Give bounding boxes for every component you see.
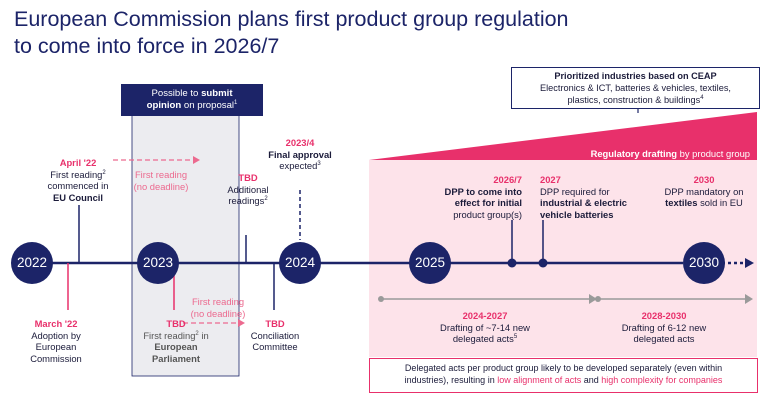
ceap-box: Prioritized industries based on CEAP Ele… (511, 67, 760, 109)
event-2030: 2030 DPP mandatory on textiles sold in E… (664, 174, 744, 208)
node-2025 (409, 242, 451, 284)
range-label-2028-2030: 2028-2030 Drafting of 6-12 new delegated… (621, 310, 707, 344)
node-2023 (137, 242, 179, 284)
event-first-reading-bottom: First reading (no deadline) (190, 296, 246, 319)
regulatory-drafting-label: Regulatory drafting by product group (590, 148, 750, 159)
node-2022 (11, 242, 53, 284)
year-2023: 2023 (142, 255, 174, 270)
event-tbd-conciliation: TBD Conciliation Committee (250, 318, 300, 352)
year-2025: 2025 (414, 255, 446, 270)
delegated-acts-note: Delegated acts per product group likely … (369, 358, 758, 393)
negotiation-period-shade (131, 97, 240, 377)
dot-2026 (507, 258, 517, 268)
title-line-1: European Commission plans first product … (14, 7, 569, 31)
node-2030 (683, 242, 725, 284)
event-final-approval: 2023/4 Final approval expected3 (268, 137, 332, 171)
event-april-22: April '22 First reading2 commenced in EU… (47, 157, 109, 203)
event-first-reading-top: First reading (no deadline) (133, 169, 189, 192)
event-tbd-european-parliament: TBD First reading2 in European Parliamen… (143, 318, 209, 364)
timeline-arrow (745, 258, 754, 268)
year-2022: 2022 (16, 255, 48, 270)
event-tbd-additional-readings: TBD Additional readings2 (227, 172, 269, 206)
year-2030: 2030 (688, 255, 720, 270)
title-line-2: to come into force in 2026/7 (14, 34, 280, 58)
opinion-callout: Possible to submit opinion on proposal1 (121, 84, 263, 116)
dot-2027 (538, 258, 548, 268)
node-2024 (279, 242, 321, 284)
event-2027: 2027 DPP required for industrial & elect… (540, 174, 628, 220)
year-2024: 2024 (284, 255, 316, 270)
event-march-22: March '22 Adoption by European Commissio… (30, 318, 82, 364)
range-label-2024-2027: 2024-2027 Drafting of ~7-14 new delegate… (440, 310, 530, 344)
regulatory-drafting-wedge (369, 112, 757, 160)
event-2026-7: 2026/7 DPP to come into effect for initi… (444, 174, 522, 220)
page-title: European Commission plans first product … (14, 6, 754, 60)
